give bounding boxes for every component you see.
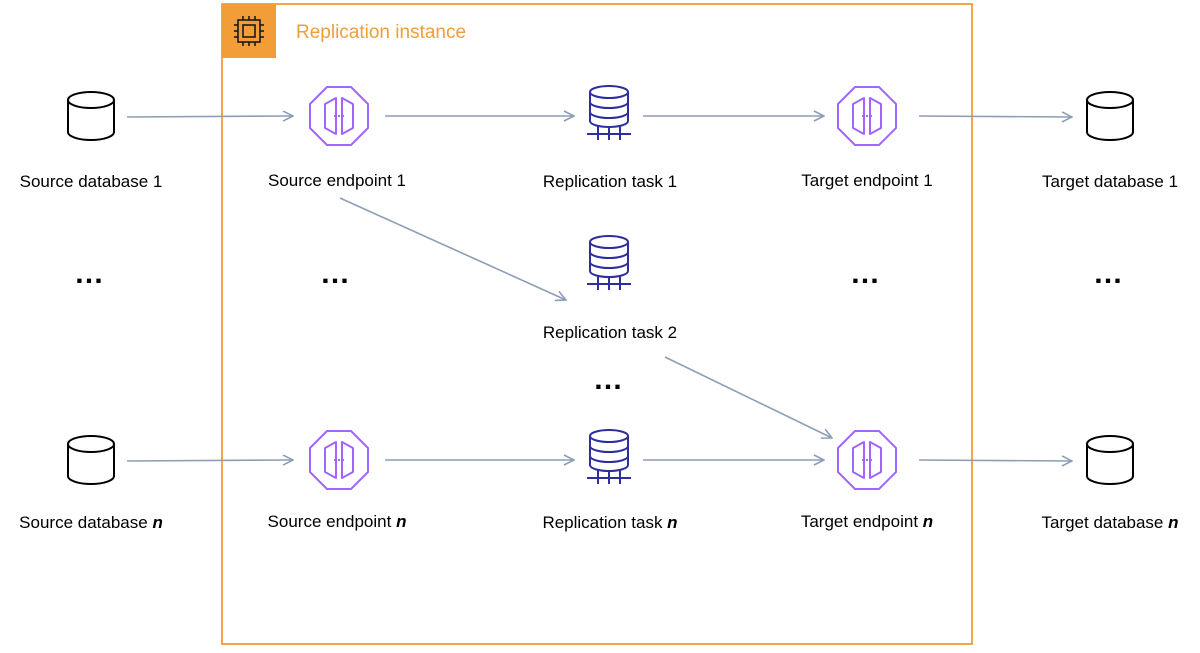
label-text: Source database bbox=[19, 513, 152, 532]
replication-task-stack-icon bbox=[586, 85, 632, 141]
label-suffix: n bbox=[1168, 513, 1178, 532]
endpoint-octagon-icon bbox=[309, 86, 369, 146]
endpoint-octagon-icon bbox=[837, 86, 897, 146]
arrow-source-db-1-to-source-endpoint-1 bbox=[126, 116, 293, 117]
endpoint-octagon-icon bbox=[837, 430, 897, 490]
replication-task-1-label: Replication task 1 bbox=[543, 172, 677, 191]
label-suffix: n bbox=[667, 513, 677, 532]
source-database-n-label: Source database n bbox=[19, 513, 163, 532]
label-suffix: n bbox=[396, 512, 406, 531]
source-endpoint-n-label: Source endpoint n bbox=[268, 512, 407, 531]
arrow-source-db-n-to-source-endpoint-n bbox=[126, 460, 293, 461]
arrow-task-2-to-target-endpoint-n bbox=[664, 356, 832, 438]
replication-task-stack-icon bbox=[586, 429, 632, 485]
replication-instance-container bbox=[221, 3, 973, 645]
arrow-source-endpoint-1-to-task-2 bbox=[339, 197, 566, 300]
ellipsis: … bbox=[593, 363, 627, 396]
arrow-target-endpoint-1-to-target-db-1 bbox=[918, 116, 1072, 117]
label-text: Target database bbox=[1041, 513, 1168, 532]
database-cylinder-icon bbox=[1086, 91, 1134, 141]
label-suffix: n bbox=[152, 513, 162, 532]
replication-task-n-label: Replication task n bbox=[542, 513, 677, 532]
label-text: Replication task bbox=[542, 513, 667, 532]
target-endpoint-n-label: Target endpoint n bbox=[801, 512, 933, 531]
replication-task-stack-icon bbox=[586, 235, 632, 291]
target-endpoint-1-label: Target endpoint 1 bbox=[801, 171, 932, 190]
endpoint-octagon-icon bbox=[309, 430, 369, 490]
arrow-target-endpoint-n-to-target-db-n bbox=[918, 460, 1072, 461]
target-database-1-label: Target database 1 bbox=[1042, 172, 1178, 191]
ellipsis: … bbox=[1093, 257, 1127, 290]
replication-instance-badge bbox=[222, 4, 276, 58]
ellipsis: … bbox=[74, 257, 108, 290]
label-suffix: n bbox=[923, 512, 933, 531]
ellipsis: … bbox=[850, 257, 884, 290]
target-database-n-label: Target database n bbox=[1041, 513, 1178, 532]
label-text: Target endpoint bbox=[801, 512, 923, 531]
replication-task-2-label: Replication task 2 bbox=[543, 323, 677, 342]
label-text: Source endpoint bbox=[268, 512, 397, 531]
ellipsis: … bbox=[320, 257, 354, 290]
replication-instance-title: Replication instance bbox=[296, 22, 466, 43]
connection-arrows bbox=[126, 116, 1072, 461]
source-database-1-label: Source database 1 bbox=[20, 172, 163, 191]
database-cylinder-icon bbox=[67, 435, 115, 485]
database-cylinder-icon bbox=[1086, 435, 1134, 485]
source-endpoint-1-label: Source endpoint 1 bbox=[268, 171, 406, 190]
database-cylinder-icon bbox=[67, 91, 115, 141]
